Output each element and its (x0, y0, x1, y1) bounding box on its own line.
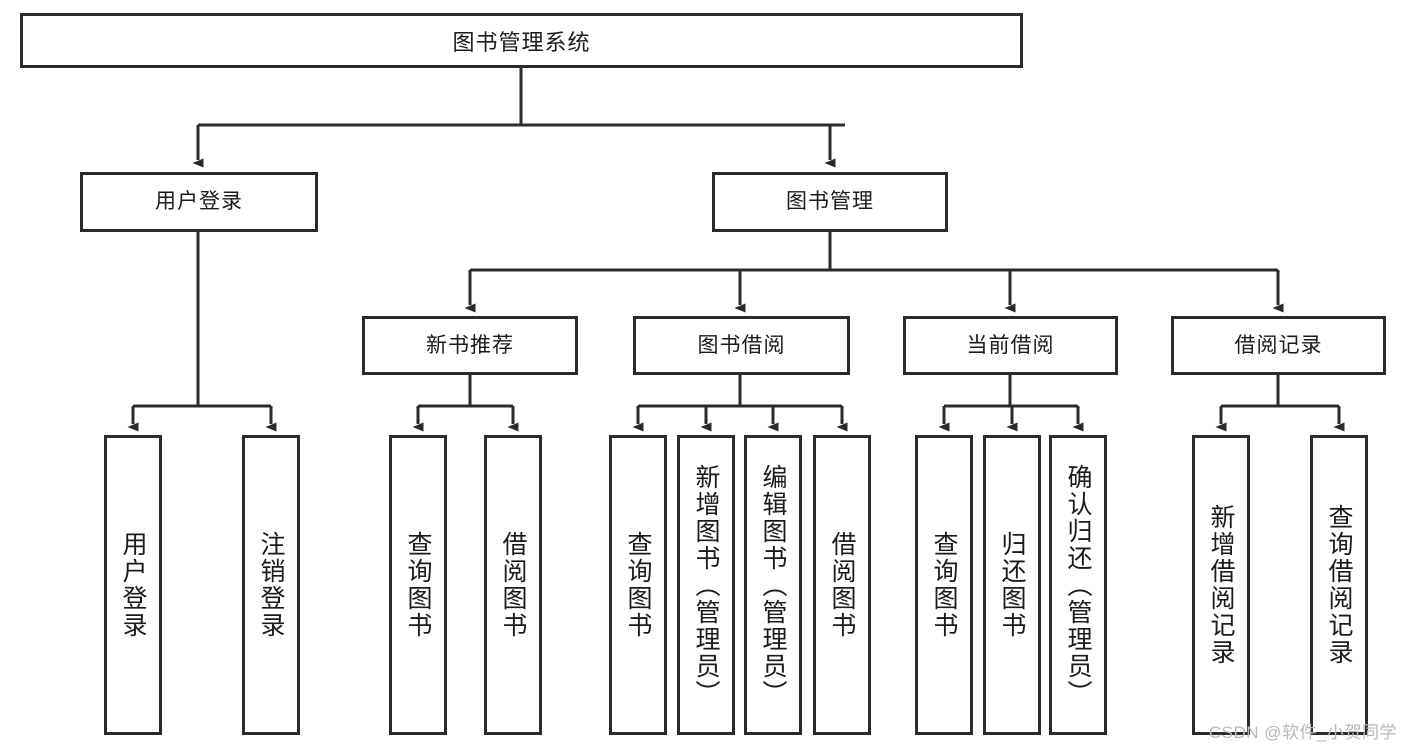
node-label: 查询图书 (930, 531, 958, 639)
node-label: 用户登录 (119, 531, 147, 639)
leaf-add-borrow-record[interactable]: 新增借阅记录 (1192, 435, 1250, 735)
node-user-login[interactable]: 用户登录 (80, 172, 318, 232)
node-label: 查询图书 (404, 531, 432, 639)
node-label: 归还图书 (998, 531, 1026, 639)
node-label: 用户登录 (155, 190, 243, 214)
node-current-borrow[interactable]: 当前借阅 (903, 316, 1118, 375)
node-label: 图书管理系统 (452, 29, 591, 55)
leaf-query-borrow-record[interactable]: 查询借阅记录 (1310, 435, 1368, 735)
node-borrow-record[interactable]: 借阅记录 (1171, 316, 1386, 375)
node-book-management[interactable]: 图书管理 (712, 172, 948, 232)
node-label: 新增图书（管理员） (692, 463, 720, 707)
node-label: 确认归还（管理员） (1064, 463, 1092, 707)
leaf-user-login[interactable]: 用户登录 (104, 435, 162, 735)
node-label: 查询图书 (624, 531, 652, 639)
leaf-confirm-return-admin[interactable]: 确认归还（管理员） (1049, 435, 1107, 735)
leaf-borrow-book-newbook[interactable]: 借阅图书 (484, 435, 542, 735)
node-label: 编辑图书（管理员） (759, 463, 787, 707)
leaf-edit-book-admin[interactable]: 编辑图书（管理员） (744, 435, 802, 735)
node-new-book-recommend[interactable]: 新书推荐 (362, 316, 578, 375)
leaf-query-book-current[interactable]: 查询图书 (915, 435, 973, 735)
leaf-query-book-newbook[interactable]: 查询图书 (389, 435, 447, 735)
node-label: 查询借阅记录 (1325, 504, 1353, 666)
leaf-user-logout[interactable]: 注销登录 (242, 435, 300, 735)
node-book-borrow[interactable]: 图书借阅 (633, 316, 850, 375)
leaf-borrow-book[interactable]: 借阅图书 (813, 435, 871, 735)
watermark: CSDN @软件_小贺同学 (1208, 723, 1397, 742)
node-root[interactable]: 图书管理系统 (20, 13, 1023, 68)
leaf-return-book[interactable]: 归还图书 (983, 435, 1041, 735)
node-label: 注销登录 (257, 531, 285, 639)
node-label: 当前借阅 (966, 333, 1055, 357)
node-label: 新书推荐 (426, 333, 514, 357)
node-label: 借阅记录 (1234, 333, 1323, 357)
node-label: 图书管理 (786, 190, 874, 214)
leaf-query-book-borrow[interactable]: 查询图书 (609, 435, 667, 735)
leaf-add-book-admin[interactable]: 新增图书（管理员） (677, 435, 735, 735)
node-label: 新增借阅记录 (1207, 504, 1235, 666)
node-label: 借阅图书 (499, 531, 527, 639)
node-label: 图书借阅 (697, 333, 786, 357)
node-label: 借阅图书 (828, 531, 856, 639)
